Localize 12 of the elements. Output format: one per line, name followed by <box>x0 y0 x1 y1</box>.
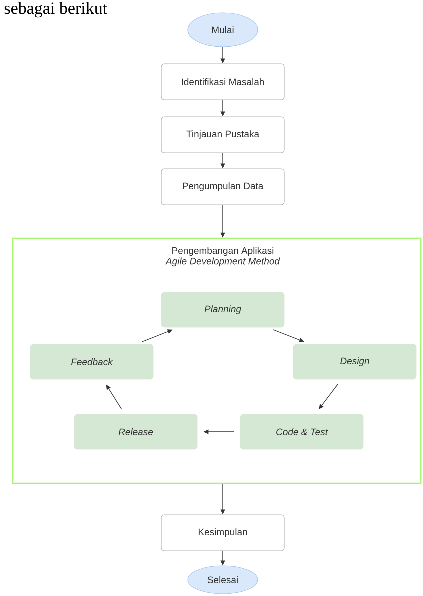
phase-box: Design <box>293 344 417 380</box>
phase-box: Feedback <box>30 344 154 380</box>
heading-text: sebagai berikut <box>4 2 108 18</box>
phase-box: Release <box>74 414 198 450</box>
phase-box: Code & Test <box>240 414 364 450</box>
phase-box: Planning <box>161 292 285 328</box>
arrow <box>273 330 304 342</box>
arrow <box>319 384 338 410</box>
process-box: Identifikasi Masalah <box>161 64 285 100</box>
process-box: Kesimpulan <box>161 514 285 552</box>
process-box: Pengumpulan Data <box>161 168 285 206</box>
process-box: Tinjauan Pustaka <box>161 116 285 154</box>
